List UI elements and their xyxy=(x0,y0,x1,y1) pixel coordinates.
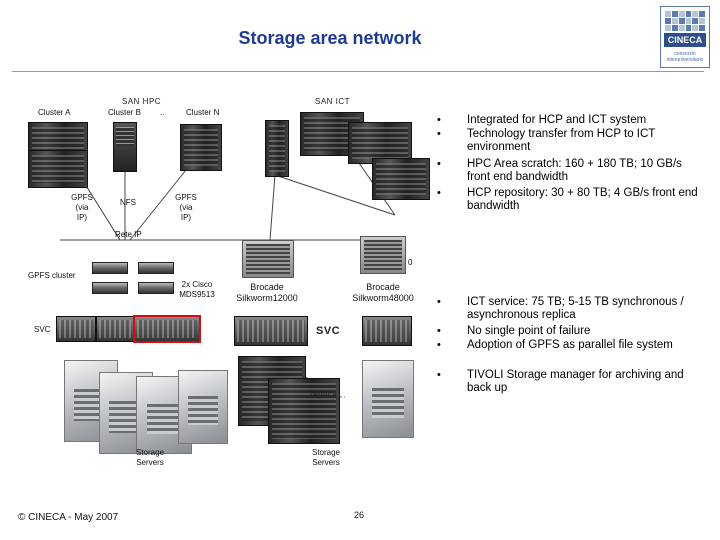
storage-server-5 xyxy=(362,360,414,438)
footer-copyright: © CINECA - May 2007 xyxy=(18,512,119,523)
brocade-12000-label: Brocade Silkworm12000 xyxy=(236,282,298,303)
svc-right-label: SVC xyxy=(316,325,341,337)
logo-name: CINECA xyxy=(664,33,706,47)
storage-servers-left-label: Storage Servers xyxy=(135,448,165,467)
svc-ict-node-2 xyxy=(362,316,412,346)
svc-left-label: SVC xyxy=(34,325,51,334)
cluster-n-rack xyxy=(180,124,222,171)
cluster-a-label: Cluster A xyxy=(38,108,71,117)
gpfs-cluster-label: GPFS cluster xyxy=(28,271,76,280)
logo-tagline: consorzio interuniversitario xyxy=(666,51,704,63)
bullet-marker: • xyxy=(437,158,441,170)
cluster-b-tower xyxy=(113,122,137,172)
bullet-marker: • xyxy=(437,325,441,337)
ict-blade-server-3 xyxy=(372,158,430,200)
gpfs-server-3 xyxy=(92,282,128,294)
nfs-label: NFS xyxy=(120,198,136,207)
bullet-marker: • xyxy=(437,187,441,199)
slide-title: Storage area network xyxy=(238,28,422,48)
dots-label: .. xyxy=(160,108,165,117)
storage-servers-right-label: Storage Servers xyxy=(311,448,341,467)
svc-node-highlighted xyxy=(133,315,201,343)
gpfs-via-ip-left-label: GPFS (via IP) xyxy=(71,193,93,222)
bullet-item: Integrated for HCP and ICT system xyxy=(467,114,647,126)
gpfs-via-ip-right-label: GPFS (via IP) xyxy=(175,193,197,222)
gpfs-server-1 xyxy=(92,262,128,274)
cluster-b-label: Cluster B xyxy=(108,108,141,117)
bullet-item: No single point of failure xyxy=(467,325,591,337)
brocade-48000-switch xyxy=(360,236,406,274)
cineca-logo: CINECA consorzio interuniversitario xyxy=(660,6,710,68)
storage-rack-2 xyxy=(268,378,340,444)
brocade-12000-switch xyxy=(242,240,294,278)
rete-ip-label: Rete IP xyxy=(115,230,142,239)
bullet-item: HCP repository: 30 + 80 TB; 4 GB/s front… xyxy=(467,187,698,212)
bullet-marker: • xyxy=(437,296,441,308)
bullet-item: ICT service: 75 TB; 5-15 TB synchronous … xyxy=(467,296,684,321)
page-number: 26 xyxy=(354,510,365,520)
cisco-mds-label: 2x Cisco MDS9513 xyxy=(179,280,215,299)
bullet-item: Technology transfer from HCP to ICT envi… xyxy=(467,128,656,153)
bullet-marker: • xyxy=(437,339,441,351)
brocade-48000-label: Brocade Silkworm48000 xyxy=(352,282,414,303)
svc-ict-node-1 xyxy=(234,316,308,346)
logo-grid-icon xyxy=(665,11,705,31)
ict-blade-server-2 xyxy=(348,122,412,164)
bullet-item: HPC Area scratch: 160 + 180 TB; 10 GB/s … xyxy=(467,158,682,183)
replica-label: replica xyxy=(310,390,338,399)
title-underline xyxy=(12,71,704,72)
storage-server-4 xyxy=(178,370,228,444)
san-ict-label: SAN ICT xyxy=(315,97,351,106)
ict-rack-server xyxy=(265,120,289,177)
svc-node-2 xyxy=(96,316,134,342)
svc-node-1 xyxy=(56,316,96,342)
bullet-item: Adoption of GPFS as parallel file system xyxy=(467,339,673,351)
gpfs-server-4 xyxy=(138,282,174,294)
cluster-n-label: Cluster N xyxy=(186,108,220,117)
gpfs-server-2 xyxy=(138,262,174,274)
bullet-item: TIVOLI Storage manager for archiving and… xyxy=(467,369,684,394)
bullet-marker: • xyxy=(437,128,441,140)
bullet-marker: • xyxy=(437,369,441,381)
san-hpc-label: SAN HPC xyxy=(122,97,162,106)
bullet-marker: • xyxy=(437,114,441,126)
cluster-a-rack-lower xyxy=(28,150,88,188)
zero-label: 0 xyxy=(408,258,413,267)
